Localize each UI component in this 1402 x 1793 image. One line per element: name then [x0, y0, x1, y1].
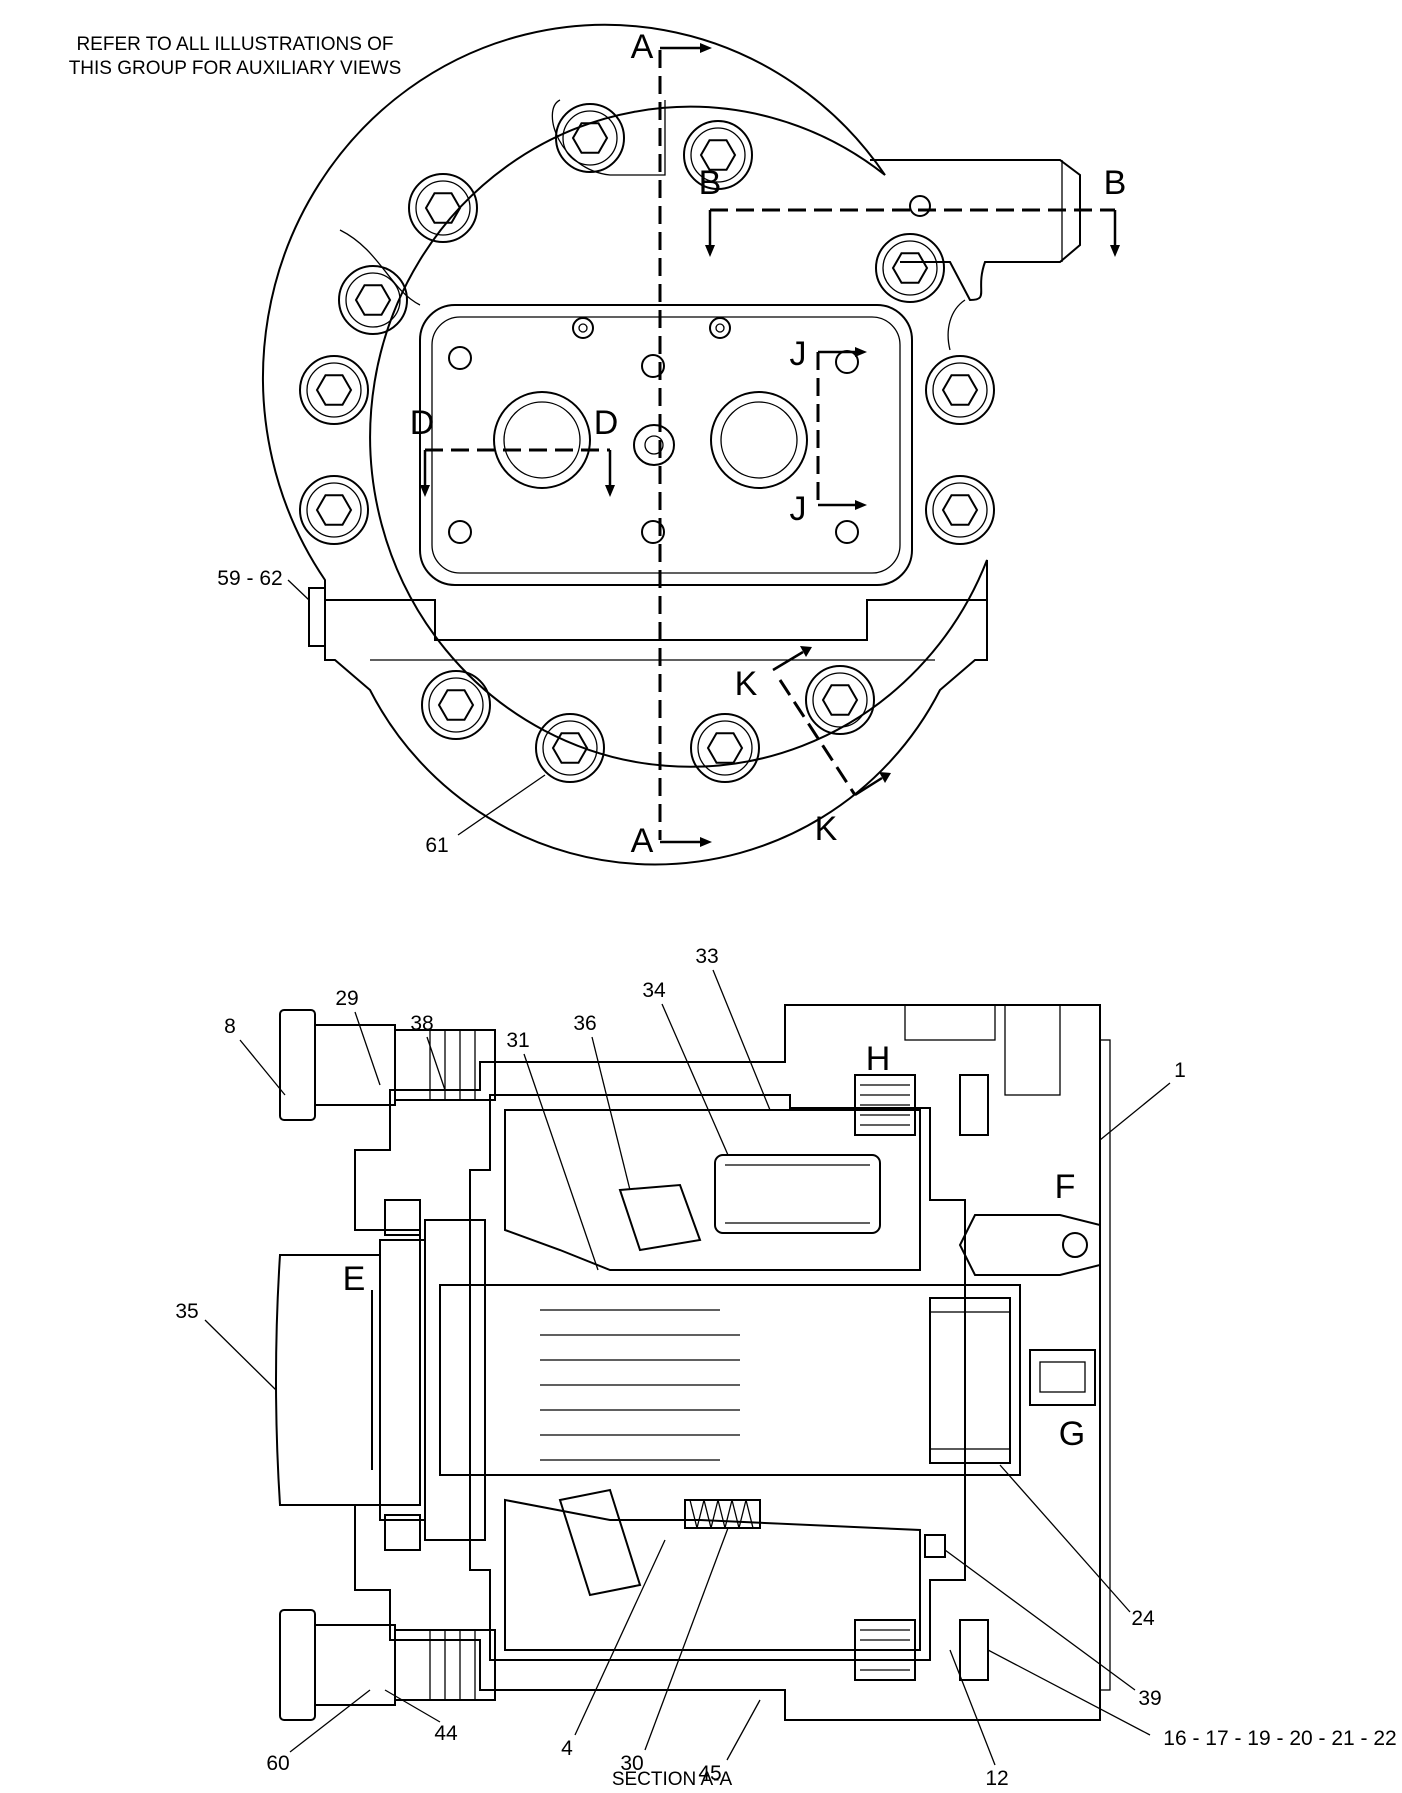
motor-end-view: A A B B D D J J K K 59 - 62 61 [217, 23, 1127, 866]
section-letter-d-right: D [594, 404, 619, 442]
port-boss [870, 159, 1081, 302]
callout-16-22: 16 - 17 - 19 - 20 - 21 - 22 [1163, 1727, 1396, 1750]
callout-61: 61 [425, 834, 448, 857]
section-view-letter-g: G [1059, 1415, 1085, 1453]
spline-teeth [540, 1309, 740, 1461]
port-right [710, 391, 808, 489]
callout-29: 29 [335, 987, 358, 1010]
section-view-letter-e: E [343, 1260, 366, 1298]
section-letter-k-top: K [735, 665, 758, 703]
callout-4: 4 [561, 1737, 573, 1760]
section-view-letter-f: F [1055, 1168, 1076, 1206]
plug-lower [279, 1609, 496, 1721]
callout-38: 38 [410, 1012, 433, 1035]
mounting-flange [275, 1254, 381, 1506]
center-plug [633, 424, 675, 466]
housing-outline [262, 23, 988, 866]
section-letter-b-left: B [699, 164, 722, 202]
section-letter-k-bottom: K [815, 810, 838, 848]
port-f [958, 1214, 1101, 1276]
section-caption: SECTION A-A [612, 1769, 733, 1790]
port-left [493, 391, 591, 489]
callout-1: 1 [1174, 1059, 1186, 1082]
callout-31: 31 [506, 1029, 529, 1052]
inner-cavity [469, 1094, 966, 1661]
spring [684, 1499, 761, 1529]
section-letter-j-top: J [790, 335, 807, 373]
note-line-1: REFER TO ALL ILLUSTRATIONS OF [76, 34, 393, 55]
callout-60: 60 [266, 1752, 289, 1775]
plug-upper [279, 1009, 496, 1121]
callout-33: 33 [695, 945, 718, 968]
section-letter-j-bottom: J [790, 490, 807, 528]
callout-45: 45 [698, 1762, 721, 1785]
callout-34: 34 [642, 979, 666, 1002]
reference-note: REFER TO ALL ILLUSTRATIONS OF THIS GROUP… [69, 34, 402, 79]
callout-30: 30 [620, 1752, 643, 1775]
callout-39: 39 [1138, 1687, 1161, 1710]
callout-44: 44 [434, 1722, 458, 1745]
callout-24: 24 [1131, 1607, 1155, 1630]
note-line-2: THIS GROUP FOR AUXILIARY VIEWS [69, 58, 402, 79]
section-letter-b-right: B [1104, 164, 1127, 202]
section-view-letter-h: H [866, 1040, 891, 1078]
piston [714, 1154, 881, 1234]
section-a-a-view: E F G H 8 29 38 31 36 34 33 1 35 24 39 1… [175, 945, 1396, 1790]
cylinder-barrel [504, 1109, 921, 1271]
end-plate [419, 304, 913, 586]
bolt-heads [299, 103, 995, 783]
output-shaft [439, 1284, 1021, 1476]
section-letter-a-bottom: A [631, 822, 654, 860]
callout-59-62: 59 - 62 [217, 567, 282, 590]
callout-12: 12 [985, 1767, 1008, 1790]
port-g [1029, 1349, 1096, 1406]
section-letter-d-left: D [410, 404, 435, 442]
swashplate [558, 1488, 642, 1597]
section-letter-a-top: A [631, 28, 654, 66]
brake-discs [854, 1074, 989, 1681]
callout-35: 35 [175, 1300, 198, 1323]
callout-36: 36 [573, 1012, 596, 1035]
callout-8: 8 [224, 1015, 236, 1038]
